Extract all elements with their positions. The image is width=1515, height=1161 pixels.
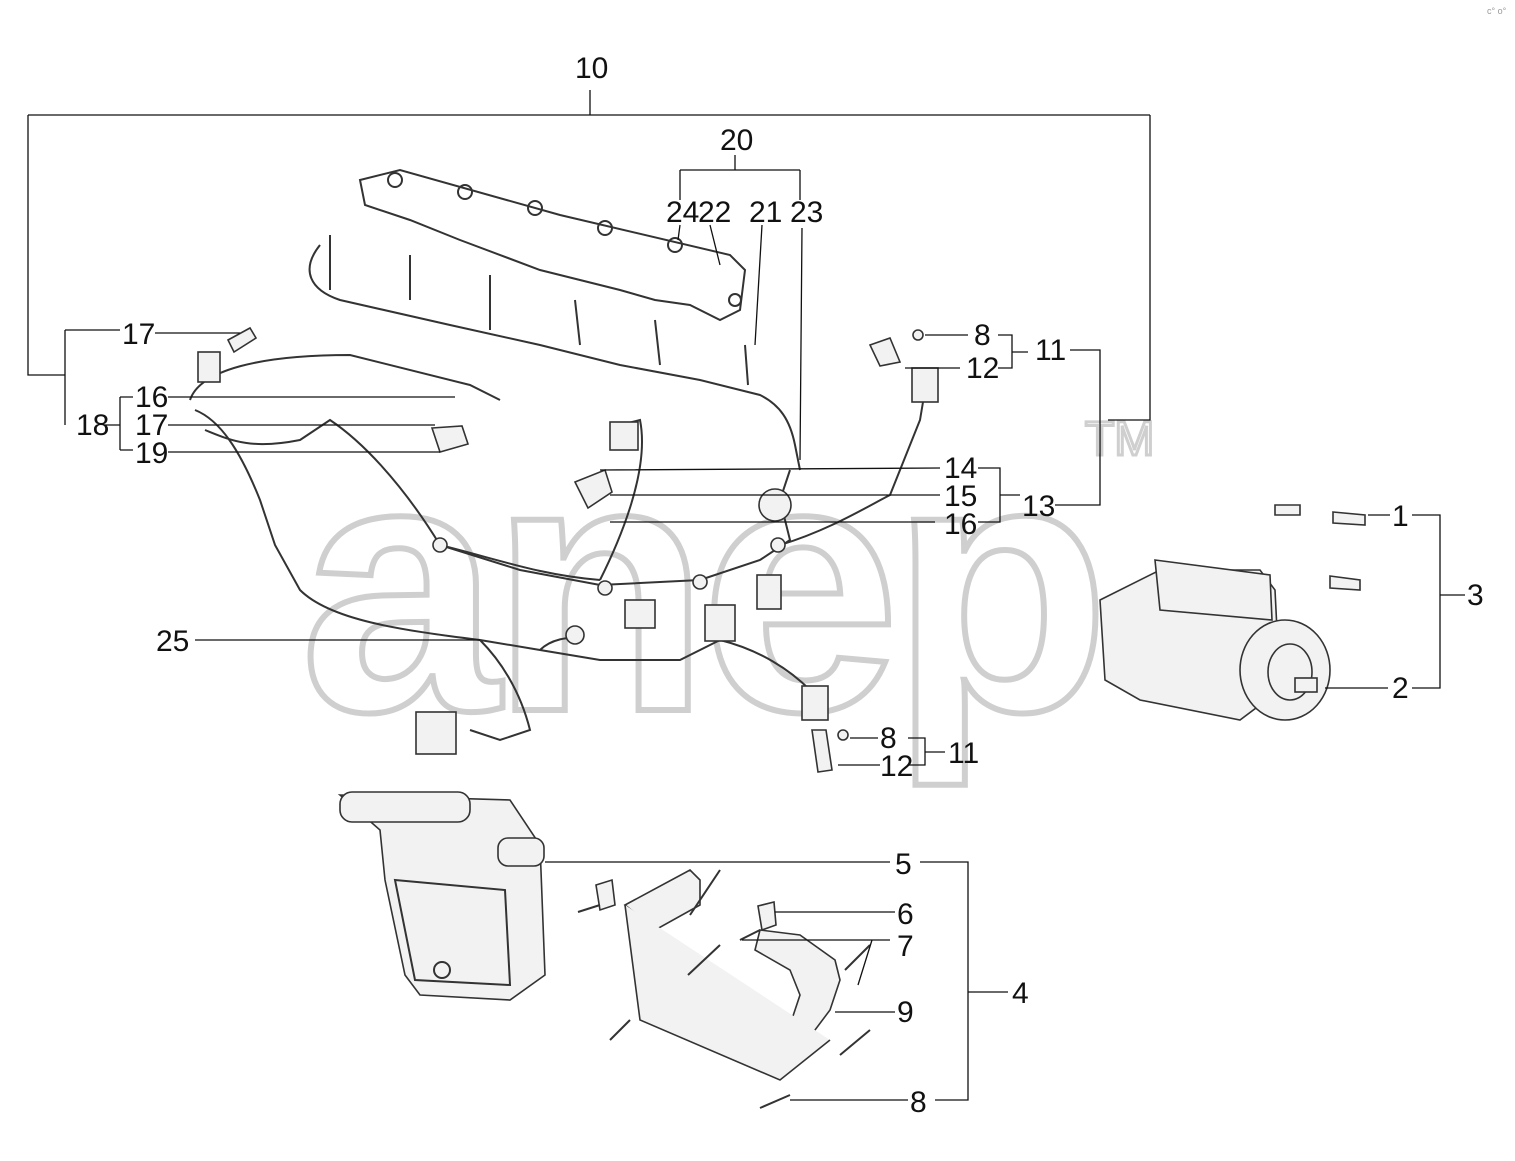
callout-15: 15 bbox=[944, 480, 977, 513]
injector-wiring-harness bbox=[308, 235, 801, 471]
callout-8: 8 bbox=[910, 1086, 927, 1119]
connector-plug bbox=[609, 421, 639, 451]
harness-connectors bbox=[197, 351, 939, 755]
leader-lines bbox=[27, 90, 1465, 1101]
callout-16: 16 bbox=[135, 381, 168, 414]
callout-2: 2 bbox=[1392, 672, 1409, 705]
callout-24: 24 bbox=[666, 196, 699, 229]
bolt bbox=[1332, 511, 1366, 526]
callout-8: 8 bbox=[880, 722, 897, 755]
callout-12: 12 bbox=[966, 352, 999, 385]
callout-13: 13 bbox=[1022, 490, 1055, 523]
callout-11: 11 bbox=[1035, 334, 1066, 367]
connector-plug bbox=[415, 711, 457, 755]
main-wiring-harness bbox=[189, 353, 926, 742]
callout-labels: 10 20 24 22 21 23 17 16 17 18 19 8 12 11… bbox=[76, 52, 1484, 1119]
injector-harness-cover bbox=[358, 168, 747, 322]
nut bbox=[912, 329, 924, 341]
ecu-unit bbox=[337, 791, 546, 1001]
callout-7: 7 bbox=[897, 930, 914, 963]
clip bbox=[597, 580, 613, 596]
clip bbox=[565, 625, 585, 645]
connector-plug bbox=[197, 351, 221, 383]
ecu-bracket bbox=[577, 869, 871, 1109]
clip bbox=[692, 574, 708, 590]
temperature-sensor bbox=[226, 326, 258, 354]
position-sensor-lower bbox=[811, 729, 833, 773]
callout-19: 19 bbox=[135, 437, 168, 470]
callout-17: 17 bbox=[122, 318, 155, 351]
callout-23: 23 bbox=[790, 196, 823, 229]
callout-17: 17 bbox=[135, 409, 168, 442]
callout-12: 12 bbox=[880, 750, 913, 783]
damper bbox=[757, 900, 777, 932]
callout-21: 21 bbox=[749, 196, 782, 229]
callout-5: 5 bbox=[895, 848, 912, 881]
clip bbox=[432, 537, 448, 553]
damper bbox=[595, 878, 616, 912]
bolt bbox=[1274, 504, 1301, 516]
nut bbox=[837, 729, 849, 741]
connector-plug bbox=[756, 574, 782, 610]
callout-9: 9 bbox=[897, 996, 914, 1029]
starter-motor bbox=[1099, 504, 1366, 721]
pressure-sensor bbox=[430, 425, 470, 453]
connector-plug bbox=[911, 367, 939, 403]
callout-11: 11 bbox=[948, 737, 979, 770]
callout-4: 4 bbox=[1012, 977, 1029, 1010]
callout-20: 20 bbox=[720, 124, 753, 157]
connector-plug bbox=[704, 604, 736, 642]
watermark-trademark: TM bbox=[1085, 413, 1154, 466]
callout-22: 22 bbox=[698, 196, 731, 229]
callout-18: 18 bbox=[76, 409, 109, 442]
callout-6: 6 bbox=[897, 898, 914, 931]
speed-sensor bbox=[573, 468, 613, 510]
callout-10: 10 bbox=[575, 52, 608, 85]
callout-16: 16 bbox=[944, 508, 977, 541]
sensors bbox=[226, 326, 924, 773]
callout-14: 14 bbox=[944, 452, 977, 485]
bolt bbox=[1329, 575, 1361, 591]
callout-3: 3 bbox=[1467, 579, 1484, 612]
connector-round bbox=[758, 488, 792, 522]
connector-plug bbox=[624, 599, 656, 629]
corner-mark: c° o° bbox=[1487, 6, 1507, 16]
position-sensor-upper bbox=[868, 336, 902, 367]
callout-25: 25 bbox=[156, 625, 189, 658]
callout-8: 8 bbox=[974, 319, 991, 352]
clip bbox=[770, 537, 786, 553]
callout-1: 1 bbox=[1392, 500, 1409, 533]
connector-plug bbox=[801, 685, 829, 721]
